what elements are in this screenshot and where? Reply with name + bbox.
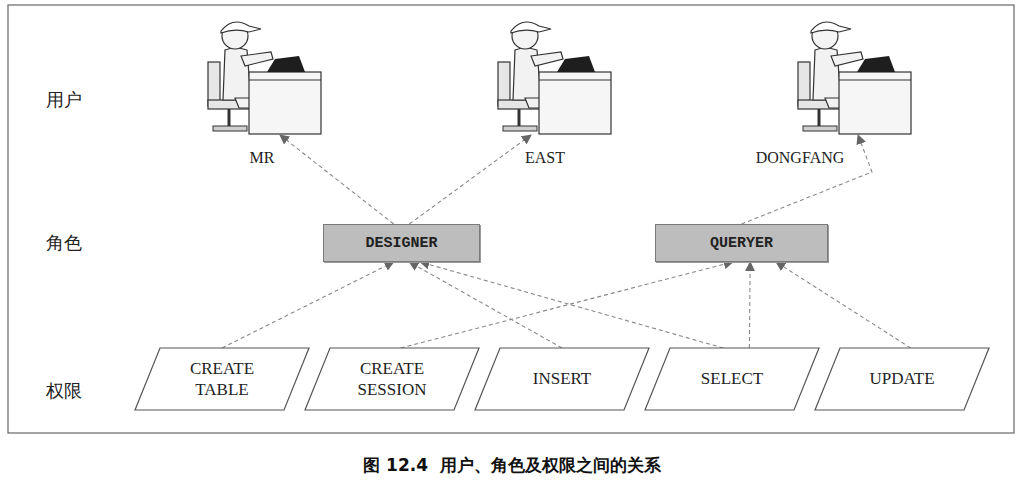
dashed-connector <box>280 135 394 224</box>
row-label: 权限 <box>46 379 82 403</box>
user-node: EAST <box>495 12 615 135</box>
dashed-connector <box>401 262 733 348</box>
privilege-parallelogram: CREATE TABLE <box>135 348 309 410</box>
dashed-connector <box>420 262 723 348</box>
user-node: DONGFANG <box>795 12 915 135</box>
user-figure <box>208 22 321 134</box>
row-label: 用户 <box>46 88 82 112</box>
user-name: DONGFANG <box>755 149 846 167</box>
parallelogram-shape <box>645 348 819 410</box>
parallelogram-shape <box>135 348 309 410</box>
privilege-name: CREATE SESSION <box>342 358 442 401</box>
privilege-parallelogram: CREATE SESSION <box>305 348 479 410</box>
row-label: 角色 <box>46 231 82 255</box>
role-box: DESIGNER <box>323 224 480 262</box>
dashed-connector <box>222 262 394 348</box>
parallelogram-outline <box>305 348 479 410</box>
privilege-name: CREATE TABLE <box>172 358 272 401</box>
parallelogram-shape <box>475 348 649 410</box>
privilege-name: SELECT <box>682 368 782 389</box>
parallelogram-shape <box>305 348 479 410</box>
parallelogram-shape <box>815 348 989 410</box>
dashed-connector <box>409 135 531 224</box>
privilege-name: INSERT <box>512 368 612 389</box>
user-figure <box>798 22 911 134</box>
role-name: DESIGNER <box>365 235 437 252</box>
user-name: MR <box>249 149 276 167</box>
privilege-parallelogram: INSERT <box>475 348 649 410</box>
figure-caption: 图 12.4 用户、角色及权限之间的关系 <box>0 454 1024 477</box>
privilege-name: UPDATE <box>852 368 952 389</box>
dashed-connector <box>776 262 911 348</box>
dashed-connector <box>749 262 751 348</box>
parallelogram-outline <box>135 348 309 410</box>
dashed-connector <box>409 262 562 348</box>
role-box: QUERYER <box>655 224 828 262</box>
privilege-parallelogram: UPDATE <box>815 348 989 410</box>
user-name: EAST <box>524 149 566 167</box>
dashed-connector <box>742 135 873 224</box>
role-name: QUERYER <box>710 235 773 252</box>
privilege-parallelogram: SELECT <box>645 348 819 410</box>
user-node: MR <box>205 12 325 135</box>
user-figure <box>498 22 611 134</box>
outer-frame <box>8 5 1014 433</box>
